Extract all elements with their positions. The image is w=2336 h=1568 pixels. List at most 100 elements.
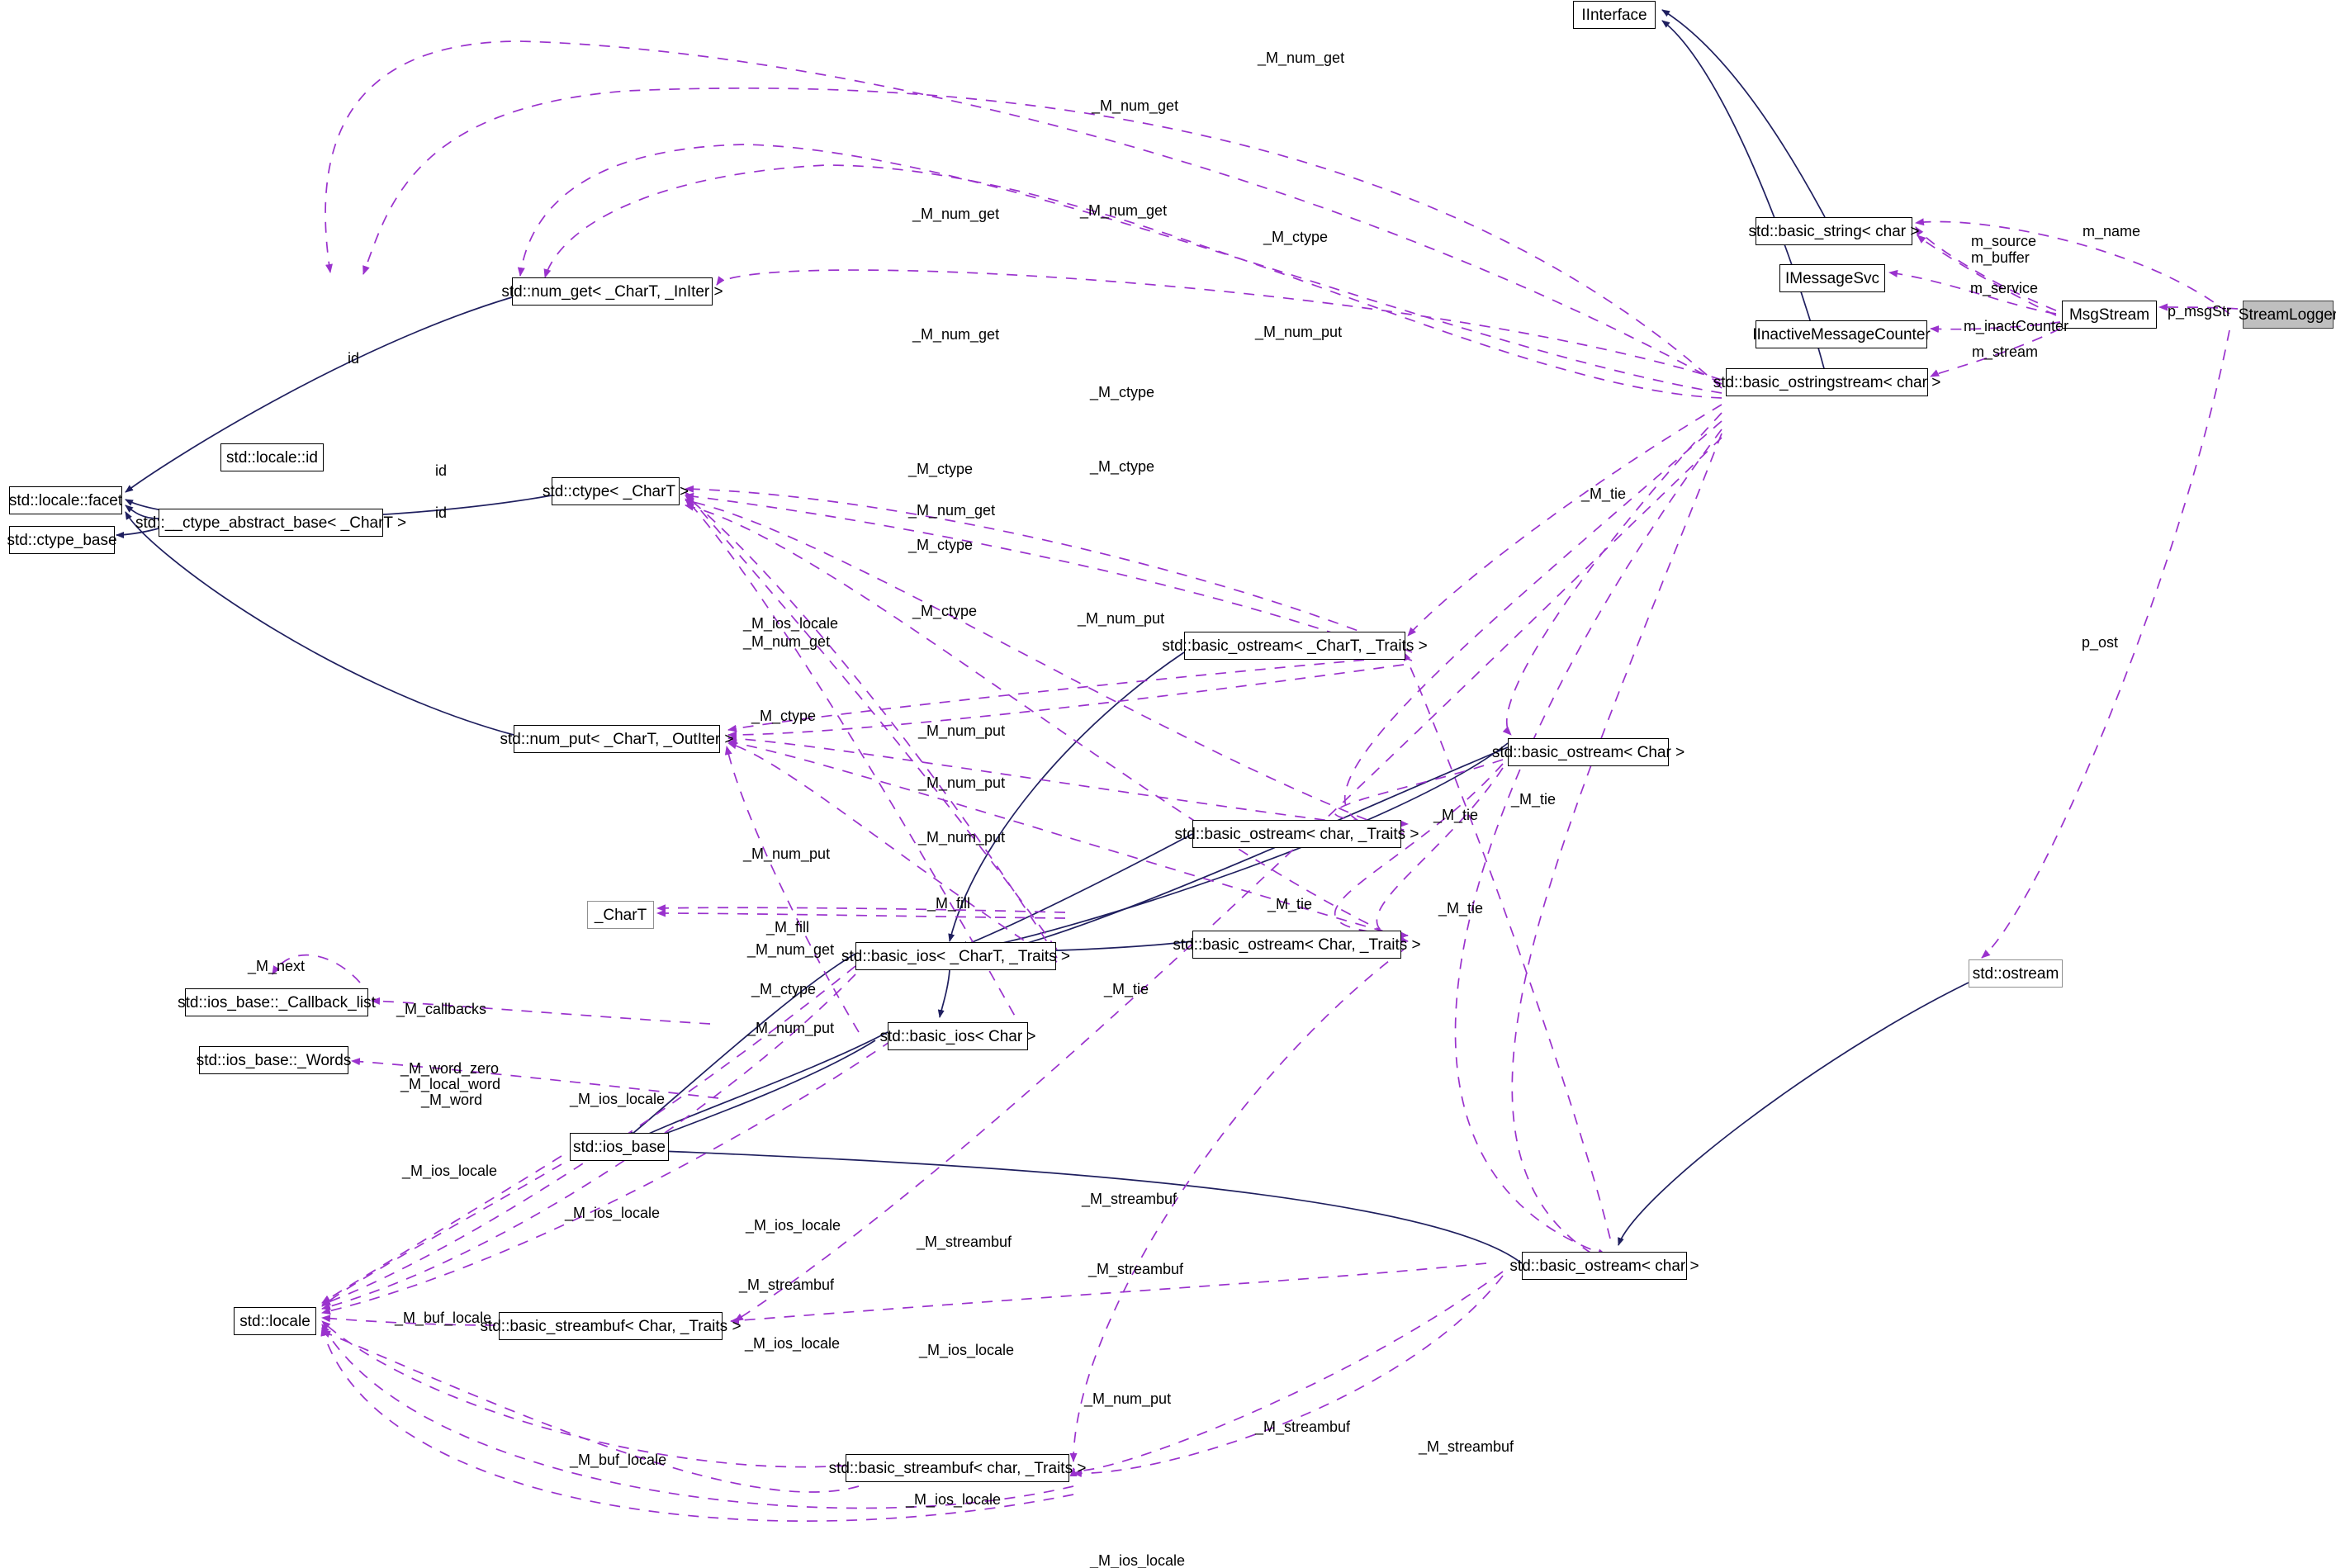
edge-label-l37: _M_word [421,1092,483,1108]
edge-label-l45: _M_streambuf [739,1277,835,1293]
class-node-iinterface[interactable]: IInterface [1573,1,1656,29]
class-node-ios_words[interactable]: std::ios_base::_Words [197,1046,351,1074]
class-node-label: std::ctype< _CharT > [542,482,689,500]
class-node-label: std::basic_ostream< Char > [1491,743,1685,761]
edge-label-l24: _M_num_put [743,846,831,862]
class-node-ios_base[interactable]: std::ios_base [570,1133,669,1161]
class-node-ctype_chart[interactable]: std::ctype< _CharT > [543,477,689,505]
edge-label-l22: _M_tie [1511,791,1557,808]
edge-label-l27: _M_tie [1268,896,1313,912]
edge-label-l4: _M_num_get [1080,202,1168,219]
class-node-label: MsgStream [2068,306,2150,324]
class-node-label: std::locale [239,1312,310,1330]
class-node-label: std::basic_ios< _CharT, _Traits > [841,947,1071,965]
class-node-label: std::ios_base [573,1138,666,1156]
class-node-label: std::basic_ostream< char, _Traits > [1174,825,1419,843]
class-node-basic_ostream_ct[interactable]: std::basic_ostream< _CharT, _Traits > [1162,632,1428,660]
edge-label-l17: _M_num_get [743,633,831,650]
edge-label-l28: _M_tie [1438,900,1484,917]
class-node-chart[interactable]: _CharT [587,901,654,929]
edge-label-l25: _M_fill [927,895,971,912]
edge-label-l61: m_service [1970,280,2039,296]
edge-label-l64: p_msgStr [2168,303,2232,320]
class-node-label: std::ostream [1972,964,2059,983]
class-node-imessagesvc[interactable]: IMessageSvc [1779,264,1885,292]
edge-label-l48: _M_ios_locale [919,1342,1015,1358]
edge-label-l59: m_buffer [1971,249,2030,266]
class-node-ctype_abstract[interactable]: std::__ctype_abstract_base< _CharT > [135,509,406,537]
class-node-label: std::__ctype_abstract_base< _CharT > [135,514,407,532]
class-node-basic_string_char[interactable]: std::basic_string< char > [1749,217,1920,245]
edge-label-l33: _M_tie [1104,981,1149,997]
edge-label-l9: _M_ctype [1090,458,1155,475]
edge-label-l55: id [348,350,360,367]
edge-label-l19: _M_num_put [918,722,1006,739]
class-node-label: _CharT [594,906,647,924]
edge-label-l13: _M_ctype [912,603,978,619]
edge-label-l47: _M_ios_locale [745,1335,841,1352]
class-node-basic_ios_ct[interactable]: std::basic_ios< _CharT, _Traits > [841,942,1070,970]
class-node-locale[interactable]: std::locale [234,1307,316,1335]
class-node-ostream[interactable]: std::ostream [1969,959,2063,988]
edge-label-l50: _M_streambuf [1255,1419,1351,1435]
class-node-label: std::num_get< _CharT, _InIter > [501,282,723,301]
class-node-num_get[interactable]: std::num_get< _CharT, _InIter > [501,277,723,306]
class-node-label: std::ctype_base [7,531,117,549]
edge-label-l41: _M_ios_locale [746,1217,841,1234]
class-node-basic_ostringstream[interactable]: std::basic_ostringstream< char > [1713,368,1940,396]
class-node-callback_list[interactable]: std::ios_base::_Callback_list [178,988,376,1016]
class-node-basic_ostream_Char[interactable]: std::basic_ostream< Char > [1492,738,1684,766]
edge-label-l38: _M_ios_locale [570,1091,666,1107]
class-node-label: std::ios_base::_Words [196,1051,352,1069]
class-node-msgstream[interactable]: MsgStream [2062,301,2157,329]
edge-label-l39: _M_ios_locale [402,1163,498,1179]
class-node-label: std::locale::id [226,448,318,467]
class-node-label: std::ios_base::_Callback_list [178,993,376,1011]
edge-label-l35: _M_word_zero [400,1060,500,1077]
edge-label-l52: _M_buf_locale [570,1452,667,1468]
edge-label-l6: _M_num_get [912,326,1000,343]
class-node-label: StreamLogger [2238,306,2336,324]
edge-label-l1: _M_num_get [1258,50,1345,66]
class-node-iinactivemsgctr[interactable]: IInactiveMessageCounter [1752,320,1931,348]
class-node-label: std::basic_ostream< _CharT, _Traits > [1162,637,1428,655]
edge-label-l11: _M_num_get [908,502,996,519]
edge-label-l46: _M_buf_locale [395,1310,492,1326]
class-node-label: IInactiveMessageCounter [1752,325,1931,343]
class-node-basic_ostream_char[interactable]: std::basic_ostream< char > [1509,1252,1699,1280]
class-node-basic_ostream_Ct3[interactable]: std::basic_ostream< Char, _Traits > [1173,931,1421,959]
class-node-label: std::basic_streambuf< Char, _Traits > [480,1317,742,1335]
edge-label-l31: _M_callbacks [396,1001,487,1017]
edge-label-l16: _M_ios_locale [743,615,839,632]
edge-label-l43: _M_streambuf [917,1234,1012,1250]
class-node-locale_id[interactable]: std::locale::id [220,443,324,471]
edge-label-l8: _M_ctype [1090,384,1155,400]
edge-label-l30: _M_next [248,958,306,974]
class-node-streambuf_char[interactable]: std::basic_streambuf< char, _Traits > [829,1454,1086,1482]
edge-label-l40: _M_ios_locale [565,1205,661,1221]
class-node-num_put[interactable]: std::num_put< _CharT, _OutIter > [500,725,734,753]
class-node-basic_ios_Char[interactable]: std::basic_ios< Char > [879,1022,1036,1050]
edge-label-l14: _M_num_put [1078,610,1165,627]
class-node-locale_facet[interactable]: std::locale::facet [9,486,122,514]
class-node-streamlogger[interactable]: StreamLogger [2239,301,2336,329]
edge-label-l58: m_source [1971,233,2037,249]
edge-label-l29: _M_num_get [747,941,835,958]
edge-label-l10: _M_ctype [908,461,974,477]
edge-label-l18: _M_ctype [751,708,817,724]
class-node-label: std::basic_ostream< Char, _Traits > [1173,936,1421,954]
edge-label-l34: _M_num_put [747,1020,835,1036]
class-node-label: std::basic_ostringstream< char > [1713,373,1941,391]
class-node-label: IMessageSvc [1784,269,1880,287]
edge-label-l7: _M_num_put [1255,324,1343,340]
class-node-label: IInterface [1581,6,1647,24]
class-node-basic_ostream_ct2[interactable]: std::basic_ostream< char, _Traits > [1174,820,1419,848]
edge-label-l23: _M_tie [1433,807,1479,823]
edge-label-l44: _M_streambuf [1088,1261,1184,1277]
class-node-label: std::basic_ostream< char > [1509,1257,1699,1275]
edge-label-l63: m_stream [1972,343,2039,360]
class-node-label: std::locale::facet [8,491,123,509]
class-node-streambuf_Char[interactable]: std::basic_streambuf< Char, _Traits > [480,1312,742,1340]
class-node-ctype_base[interactable]: std::ctype_base [7,526,117,554]
edge-label-l12: _M_ctype [908,537,974,553]
